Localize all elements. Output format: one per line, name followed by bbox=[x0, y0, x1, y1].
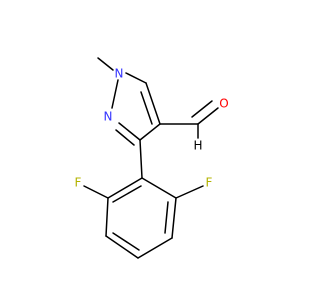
atom-f2-label: F bbox=[206, 176, 213, 190]
bond-ph1-ph2-double bbox=[112, 185, 142, 203]
bond-methyl-n1 bbox=[97, 57, 114, 71]
bond-ph5-ph6-double bbox=[164, 201, 169, 234]
molecule-diagram: N N O H F F bbox=[75, 57, 229, 259]
bond-ph1-ph2 bbox=[107, 177, 143, 199]
atom-f1-label: F bbox=[75, 176, 82, 190]
bond-c5-c4 bbox=[145, 82, 161, 125]
bond-c5-c4-double bbox=[140, 91, 153, 125]
bond-n1-n2 bbox=[111, 79, 119, 109]
bond-ph3-ph4-double bbox=[112, 232, 140, 251]
bond-ph2-ph3 bbox=[105, 197, 109, 237]
atom-n1-label: N bbox=[115, 67, 124, 81]
bond-c3-c4 bbox=[139, 123, 161, 141]
bond-ph6-ph1 bbox=[141, 177, 177, 199]
bond-ph2-f1 bbox=[83, 185, 109, 199]
bond-ph6-f2 bbox=[175, 185, 204, 199]
bond-ph3-ph4 bbox=[105, 235, 139, 259]
bonds bbox=[83, 57, 219, 259]
atom-n2-label: N bbox=[104, 110, 113, 124]
bond-cho-o bbox=[197, 107, 219, 125]
bond-n2-c3 bbox=[118, 122, 141, 141]
bond-c3-ph1 bbox=[139, 139, 143, 179]
atom-o-label: O bbox=[219, 97, 228, 111]
bond-n1-c5 bbox=[125, 72, 147, 84]
bond-n2-c3-double bbox=[115, 129, 135, 146]
atom-labels: N N O H F F bbox=[75, 67, 229, 190]
bond-ph4-ph5 bbox=[137, 237, 173, 259]
atom-h-label: H bbox=[193, 139, 202, 153]
bond-cho-o-double bbox=[191, 100, 213, 118]
bond-ph5-ph6 bbox=[171, 197, 177, 239]
